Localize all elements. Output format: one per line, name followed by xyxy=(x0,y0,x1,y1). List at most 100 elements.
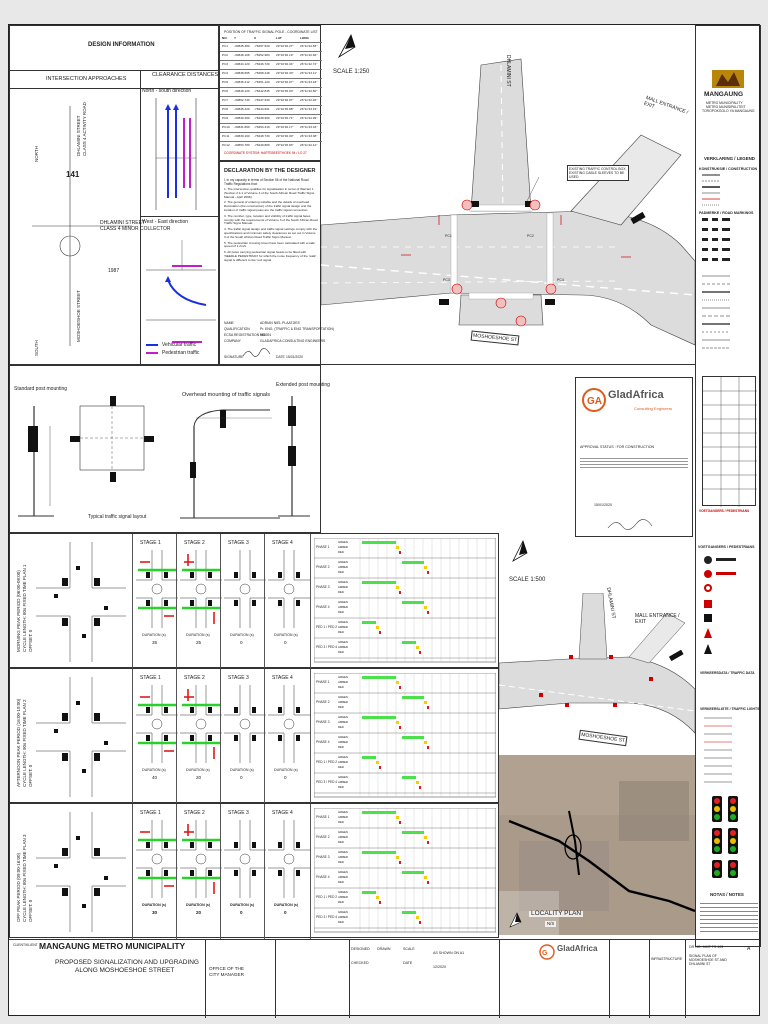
stage-label: STAGE 2 xyxy=(184,540,205,546)
phase-state-label: GREEN xyxy=(338,695,348,699)
coord-cell: 26°11'42.83" xyxy=(300,44,318,48)
phase-state-label: GREEN xyxy=(338,810,348,814)
notes-text-lines xyxy=(700,900,758,935)
phase-state-label: AMBER xyxy=(338,605,348,609)
phase-row-label: PED 3 / PED 4 xyxy=(316,915,338,919)
phase-state-label: RED xyxy=(338,705,344,709)
stage-label: STAGE 4 xyxy=(272,540,293,546)
plan-intersection-overview xyxy=(36,677,126,797)
coord-cell: -30831.860 xyxy=(234,125,250,129)
name-label: NAME xyxy=(224,321,234,325)
date-label: DATE xyxy=(276,355,285,359)
stage-duration-label: DURATION (s) xyxy=(142,633,166,637)
phase-state-label: RED xyxy=(338,820,344,824)
svg-text:G: G xyxy=(542,950,548,957)
coord-cell: PC8 xyxy=(222,107,229,111)
coord-cell: -78458.448 xyxy=(254,71,270,75)
coord-cell: 29°10'45.71" xyxy=(276,116,294,120)
mangaung-logo-icon xyxy=(712,70,744,88)
stage-label: STAGE 4 xyxy=(272,675,293,681)
phase-state-label: GREEN xyxy=(338,560,348,564)
phase-state-label: AMBER xyxy=(338,875,348,879)
coord-cell: -30840.450 xyxy=(234,116,250,120)
drawing-sheet: DESIGN INFORMATION INTERSECTION APPROACH… xyxy=(8,24,761,1018)
phase-state-label: RED xyxy=(338,880,344,884)
phase-row-label: PHASE 2 xyxy=(316,835,330,839)
phase-state-label: AMBER xyxy=(338,680,348,684)
coord-cell: PC4 xyxy=(222,71,229,75)
north-street-class: CLASS 4 ACTIVITY ROAD xyxy=(82,102,87,156)
consultant-name: GladAfrica xyxy=(608,389,664,401)
municipality-sub: METRO MUNICIPALITY xyxy=(706,101,743,105)
phase-state-label: GREEN xyxy=(338,890,348,894)
coord-cell: 29°10'46.19" xyxy=(276,53,294,57)
stage-duration-value: 30 xyxy=(152,910,158,915)
typical-layout-label: Typical traffic signal layout xyxy=(88,514,147,520)
locality-north-icon xyxy=(509,912,522,928)
coord-cell: 29°10'46.30" xyxy=(276,71,294,75)
stage-movement-diagram xyxy=(224,550,266,628)
coord-cell: PC9 xyxy=(222,116,229,120)
signal-head-icons xyxy=(712,796,738,878)
stage-duration-value: 0 xyxy=(284,775,287,780)
reg-label: ECSA REGISTRATION NO. xyxy=(224,333,267,337)
we-direction-label: West - East direction xyxy=(142,219,189,225)
coord-cell: 29°10'46.07" xyxy=(276,80,294,84)
revision: A xyxy=(747,946,751,952)
existing-note: EXISTING TRAFFIC CONTROL BOX, EXISTING C… xyxy=(567,165,629,181)
stage-movement-diagram xyxy=(268,550,310,628)
coord-cell: PC6 xyxy=(222,89,229,93)
approaches-title: INTERSECTION APPROACHES xyxy=(46,76,127,82)
south-street-name: MOSHOESHOE STREET xyxy=(76,290,81,342)
stage-label: STAGE 3 xyxy=(228,540,249,546)
phase-state-label: AMBER xyxy=(338,835,348,839)
phase-row-label: PHASE 4 xyxy=(316,875,330,879)
coord-cell: 29°10'45.83" xyxy=(276,143,294,147)
phase-state-label: GREEN xyxy=(338,910,348,914)
coord-cell: 26°11'42.46" xyxy=(300,98,318,102)
phase-state-label: AMBER xyxy=(338,855,348,859)
pedestrian-symbols xyxy=(704,556,736,654)
phase-state-label: GREEN xyxy=(338,830,348,834)
phase-state-label: AMBER xyxy=(338,760,348,764)
road-markings-legend xyxy=(702,218,730,349)
signal-plan-block: AFTERNOON PEAK PERIOD (16:00-19:00)CYCLE… xyxy=(9,668,499,804)
legend-swatches xyxy=(146,344,158,354)
gladafrica-logo-icon: GA xyxy=(582,388,606,412)
coord-cell: 26°11'42.41" xyxy=(300,143,318,147)
phase-row-label: PED 1 / PED 2 xyxy=(316,760,338,764)
phase-row-label: PED 3 / PED 4 xyxy=(316,780,338,784)
year-label: 1987 xyxy=(108,268,120,274)
phase-row-label: PED 1 / PED 2 xyxy=(316,625,338,629)
phase-row-label: PHASE 1 xyxy=(316,815,330,819)
declaration-item: 2. The general of ordering suitable and … xyxy=(224,200,312,212)
project-line1: PROPOSED SIGNALIZATION AND UPGRADING xyxy=(55,959,199,966)
stage-movement-diagram xyxy=(136,820,178,898)
scale-label-mid: SCALE 1:500 xyxy=(509,577,546,583)
stage-duration-value: 0 xyxy=(284,640,287,645)
phase-row-label: PHASE 4 xyxy=(316,740,330,744)
construction-title: KONSTRUKSIE / CONSTRUCTION xyxy=(699,167,758,171)
phase-state-label: GREEN xyxy=(338,715,348,719)
approval-text-lines xyxy=(580,456,688,470)
traffic-lights-legend xyxy=(704,717,732,783)
coord-cell: -30845.480 xyxy=(234,44,250,48)
coord-header-cell: Y xyxy=(234,36,237,40)
phase-state-label: RED xyxy=(338,860,344,864)
coord-cell: 29°10'45.88" xyxy=(276,107,294,111)
phase-row-label: PHASE 4 xyxy=(316,605,330,609)
pole-label-pc2: PC2 xyxy=(527,234,534,238)
declaration-item: 5. The pedestrian crossing times have be… xyxy=(224,240,315,249)
coord-cell: PC10 xyxy=(222,125,230,129)
phase-state-label: RED xyxy=(338,610,344,614)
right-title-column: MANGAUNG METRO MUNICIPALITY METRO MUNISI… xyxy=(695,25,761,947)
coord-cell: -78446.720 xyxy=(254,62,270,66)
project-line2: ALONG MOSHOESHOE STREET xyxy=(75,967,175,974)
phase-timing-grid xyxy=(314,673,496,798)
coord-cell: PC11 xyxy=(222,134,230,138)
phase-state-label: RED xyxy=(338,685,344,689)
scale-label-top: SCALE 1:250 xyxy=(333,69,370,75)
stage-label: STAGE 3 xyxy=(228,810,249,816)
south-label: SOUTH xyxy=(34,340,39,356)
site-plan-top: SCALE 1:250 xyxy=(321,25,695,365)
